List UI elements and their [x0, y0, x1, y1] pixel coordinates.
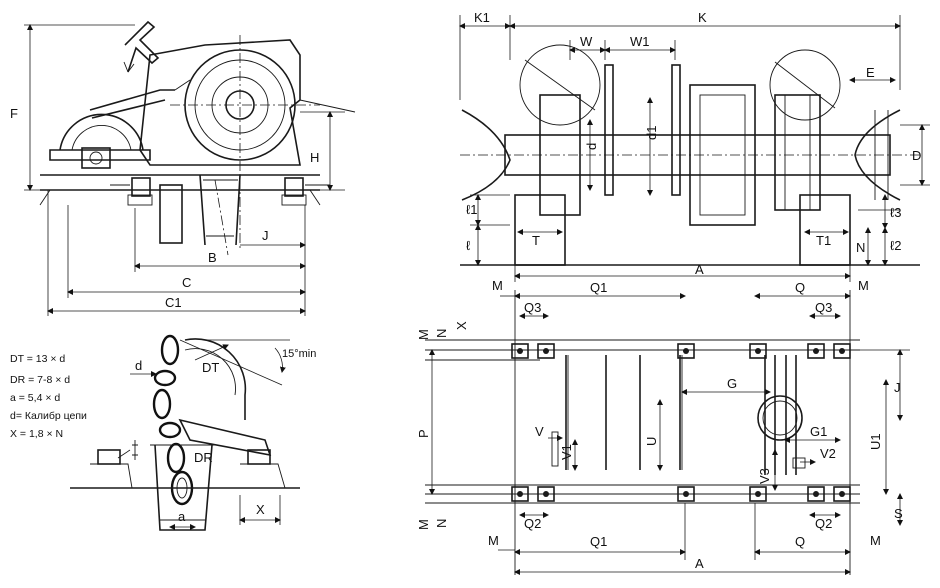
label-A-top: A — [695, 262, 704, 277]
label-M-tl: M — [492, 278, 503, 293]
label-H: H — [310, 150, 319, 165]
label-V: V — [535, 424, 544, 439]
label-U: U — [644, 437, 659, 446]
label-Q3-l: Q3 — [524, 300, 541, 315]
label-K: K — [698, 10, 707, 25]
label-Q2-l: Q2 — [524, 516, 541, 531]
label-W1: W1 — [630, 34, 650, 49]
label-Q3-r: Q3 — [815, 300, 832, 315]
label-S: S — [894, 506, 903, 521]
label-Q1-top: Q1 — [590, 280, 607, 295]
right-pedestal — [799, 194, 851, 266]
label-J: J — [262, 228, 269, 243]
label-G1: G1 — [810, 424, 827, 439]
label-M-b: M — [488, 533, 499, 548]
label-M-l: M — [416, 329, 431, 340]
formula-DT: DT = 13 × d — [10, 353, 65, 365]
chain-links — [152, 334, 194, 506]
label-K1: K1 — [474, 10, 490, 25]
left-gypsy — [519, 44, 601, 126]
label-angle: 15°min — [282, 348, 316, 360]
label-M-tr: M — [858, 278, 869, 293]
label-chain-d: d — [135, 358, 142, 373]
left-end-head — [461, 109, 511, 201]
label-V3: V3 — [757, 468, 772, 484]
label-V1: V1 — [559, 444, 574, 460]
right-gypsy — [769, 49, 841, 121]
formula-d: d= Калибр цепи — [10, 410, 87, 422]
label-C1: C1 — [165, 295, 182, 310]
chain-pipe — [159, 184, 183, 244]
label-P: P — [416, 429, 431, 438]
label-Q2-r: Q2 — [815, 516, 832, 531]
label-U1: U1 — [868, 433, 883, 450]
label-V2: V2 — [820, 446, 836, 461]
label-E: E — [866, 65, 875, 80]
label-DR: DR — [194, 450, 213, 465]
label-Q-bot: Q — [795, 534, 805, 549]
formula-DR: DR = 7-8 × d — [10, 374, 70, 386]
hawse-opening — [757, 395, 803, 441]
label-F: F — [10, 106, 18, 121]
label-W: W — [580, 34, 593, 49]
label-l3: ℓ3 — [890, 205, 901, 220]
label-l2: ℓ2 — [890, 238, 901, 253]
label-a: a — [178, 509, 186, 524]
gearbox — [689, 84, 756, 226]
warping-head — [59, 113, 144, 151]
label-Q-top: Q — [795, 280, 805, 295]
label-N-l: N — [434, 329, 449, 338]
label-D: D — [912, 148, 921, 163]
label-l: ℓ — [466, 238, 471, 253]
label-Q1-bot: Q1 — [590, 534, 607, 549]
label-N-front: N — [856, 240, 865, 255]
label-X-plan: X — [454, 321, 469, 330]
label-A-bot: A — [695, 556, 704, 571]
label-T: T — [532, 233, 540, 248]
label-G: G — [727, 376, 737, 391]
label-B: B — [208, 250, 217, 265]
formula-a: a = 5,4 × d — [10, 392, 60, 404]
label-DT: DT — [202, 360, 219, 375]
label-d1: d1 — [644, 126, 659, 140]
label-N-bl: N — [434, 519, 449, 528]
label-M-br: M — [870, 533, 881, 548]
label-C: C — [182, 275, 191, 290]
brake-lever — [124, 20, 160, 73]
label-l1: ℓ1 — [466, 202, 477, 217]
label-J-plan: J — [894, 380, 901, 395]
front-view: K1 K W W1 E d1 d — [459, 10, 930, 282]
bolt-pads — [511, 343, 851, 502]
label-X: X — [256, 502, 265, 517]
formula-X: X = 1,8 × N — [10, 428, 63, 440]
label-T1: T1 — [816, 233, 831, 248]
right-end-head — [854, 109, 901, 201]
gypsy-wheel — [184, 338, 247, 420]
plan-view: M Q1 Q M Q3 Q3 M N X P — [416, 278, 910, 575]
label-M-bl: M — [416, 519, 431, 530]
label-d: d — [584, 143, 599, 150]
side-view: F — [10, 20, 356, 316]
main-shaft — [504, 134, 891, 176]
chain-detail: DT = 13 × d DR = 7-8 × d a = 5,4 × d d= … — [10, 334, 316, 531]
